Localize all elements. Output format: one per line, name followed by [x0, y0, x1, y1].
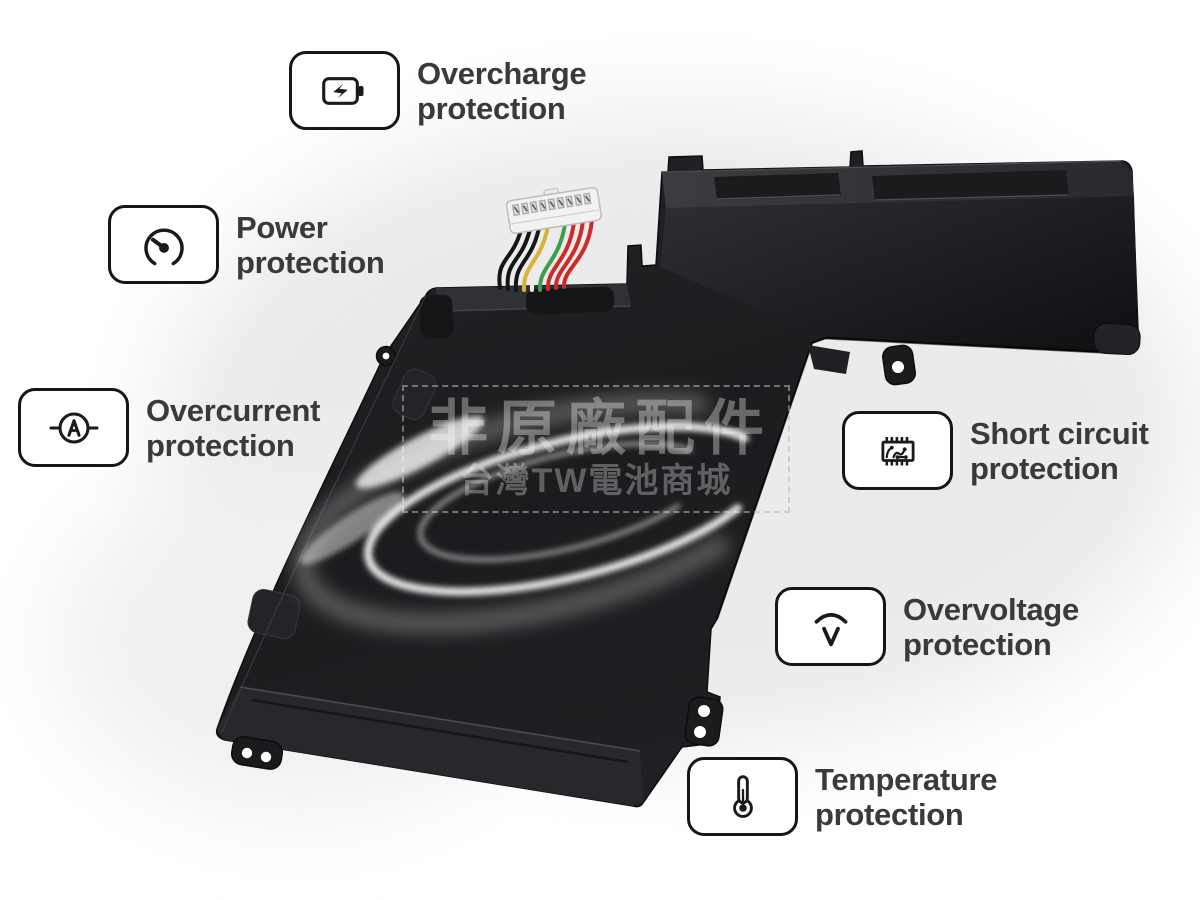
gauge-icon: [143, 228, 184, 265]
power-icon-box: [108, 205, 219, 284]
callout-overcharge: Overcharge protection: [289, 51, 587, 130]
light-swirl: [293, 393, 749, 633]
mounting-lug: [882, 344, 916, 386]
callout-label: Overvoltage protection: [903, 591, 1079, 662]
wire-harness: [497, 218, 594, 292]
callout-label: Temperature protection: [815, 761, 998, 832]
thermometer-icon: [732, 774, 753, 818]
callout-overcurrent: Overcurrent protection: [18, 388, 320, 467]
temperature-icon-box: [687, 757, 798, 836]
voltage-arc-icon: [814, 612, 847, 646]
callout-label: Short circuit protection: [970, 415, 1149, 486]
overvoltage-icon-box: [775, 587, 886, 666]
callout-label: Power protection: [236, 209, 385, 280]
short-circuit-icon-box: [842, 411, 953, 490]
callout-label: Overcurrent protection: [146, 392, 321, 463]
ammeter-icon: [49, 411, 99, 444]
mounting-lug: [684, 696, 724, 747]
callout-temperature: Temperature protection: [687, 757, 997, 836]
mounting-lug: [230, 736, 284, 770]
callout-short-circuit: Short circuit protection: [842, 411, 1149, 490]
mounting-ear: [375, 345, 397, 367]
battery-charging-icon: [321, 76, 363, 105]
callout-label: Overcharge protection: [417, 55, 587, 126]
overcurrent-icon-box: [18, 388, 129, 467]
wire-connector: [505, 186, 602, 235]
overcharge-icon-box: [289, 51, 400, 130]
callout-overvoltage: Overvoltage protection: [775, 587, 1079, 666]
battery-silhouette: [215, 150, 1141, 808]
callout-power: Power protection: [108, 205, 385, 284]
circuit-chip-icon: [880, 436, 915, 466]
